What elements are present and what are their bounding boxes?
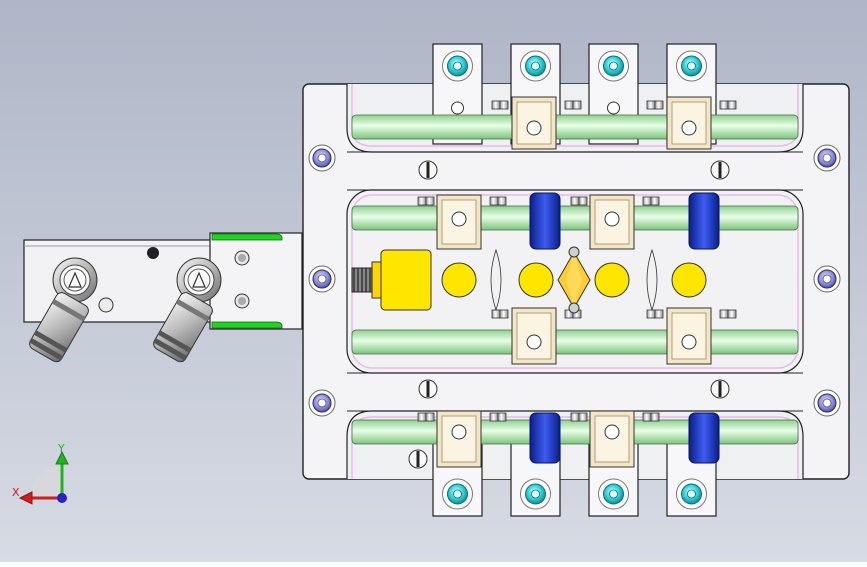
rail-collar bbox=[650, 196, 660, 206]
rail-collar bbox=[654, 309, 664, 319]
slider-pad[interactable] bbox=[666, 96, 712, 150]
frame-bore bbox=[308, 389, 336, 417]
test-pin[interactable] bbox=[594, 262, 630, 298]
green-seal-top bbox=[211, 233, 283, 241]
rail-collar bbox=[489, 412, 499, 422]
air-fitting-left[interactable] bbox=[27, 257, 98, 364]
rail-collar bbox=[499, 309, 509, 319]
rail-collar bbox=[417, 412, 427, 422]
rail-collar bbox=[642, 412, 652, 422]
guide-rail bbox=[351, 419, 799, 445]
connector-block[interactable] bbox=[351, 249, 432, 311]
rail-collar bbox=[578, 412, 588, 422]
blue-clip[interactable] bbox=[688, 192, 720, 250]
slider-pad[interactable] bbox=[436, 410, 482, 468]
axis-label-x: X bbox=[12, 486, 20, 499]
rail-collar bbox=[425, 196, 435, 206]
slider-pad[interactable] bbox=[436, 194, 482, 250]
test-pin-row[interactable] bbox=[351, 246, 707, 314]
lens-separator bbox=[646, 248, 658, 312]
frame-bore bbox=[308, 265, 336, 293]
cylinder-head bbox=[209, 232, 303, 330]
rail-collar bbox=[642, 196, 652, 206]
lens-separator bbox=[490, 248, 502, 312]
rail-collar bbox=[572, 100, 582, 110]
rail-collar bbox=[491, 100, 501, 110]
rail-collar bbox=[646, 100, 656, 110]
rail-collar bbox=[727, 309, 737, 319]
slider-pad[interactable] bbox=[589, 194, 635, 250]
slider-pad[interactable] bbox=[511, 307, 557, 365]
cylinder-assembly[interactable] bbox=[23, 232, 309, 364]
axis-label-y: Y bbox=[57, 442, 65, 455]
guide-rail bbox=[351, 205, 799, 231]
rail-collar bbox=[570, 196, 580, 206]
slotted-screw bbox=[710, 160, 730, 180]
frame-bore bbox=[813, 265, 841, 293]
rail-collar bbox=[417, 196, 427, 206]
rail-collar bbox=[489, 196, 499, 206]
slider-pad[interactable] bbox=[666, 307, 712, 365]
blue-clip[interactable] bbox=[529, 412, 561, 464]
rail-collar bbox=[570, 412, 580, 422]
slotted-screw bbox=[408, 449, 428, 469]
frame-bore bbox=[813, 144, 841, 172]
rail-collar bbox=[646, 309, 656, 319]
slider-pad[interactable] bbox=[511, 96, 557, 150]
rail-collar bbox=[727, 100, 737, 110]
slider-pad[interactable] bbox=[589, 410, 635, 468]
rail-collar bbox=[564, 100, 574, 110]
guide-rail bbox=[351, 114, 799, 140]
guide-rail bbox=[351, 329, 799, 355]
blue-clip[interactable] bbox=[529, 192, 561, 250]
mount-hole-body bbox=[98, 297, 114, 313]
center-diamond bbox=[557, 246, 591, 314]
rail-collar bbox=[499, 100, 509, 110]
rail-collar bbox=[497, 412, 507, 422]
rail-collar bbox=[719, 100, 729, 110]
mount-hole-black bbox=[147, 247, 159, 259]
green-seal-bottom bbox=[211, 321, 283, 329]
rail-collar bbox=[650, 412, 660, 422]
coordinate-triad: Y X bbox=[12, 442, 69, 505]
slotted-screw bbox=[710, 379, 730, 399]
air-fitting-right[interactable] bbox=[151, 257, 222, 364]
rail-collar bbox=[654, 100, 664, 110]
rail-collar bbox=[497, 196, 507, 206]
test-pin[interactable] bbox=[671, 262, 707, 298]
slotted-screw bbox=[418, 160, 438, 180]
slotted-screw bbox=[418, 379, 438, 399]
rail-collar bbox=[425, 412, 435, 422]
blue-clip[interactable] bbox=[688, 412, 720, 464]
rail-collar bbox=[578, 196, 588, 206]
frame-bore bbox=[813, 389, 841, 417]
rail-collar bbox=[719, 309, 729, 319]
frame-bore bbox=[308, 144, 336, 172]
test-pin[interactable] bbox=[518, 262, 554, 298]
test-pin[interactable] bbox=[441, 262, 477, 298]
